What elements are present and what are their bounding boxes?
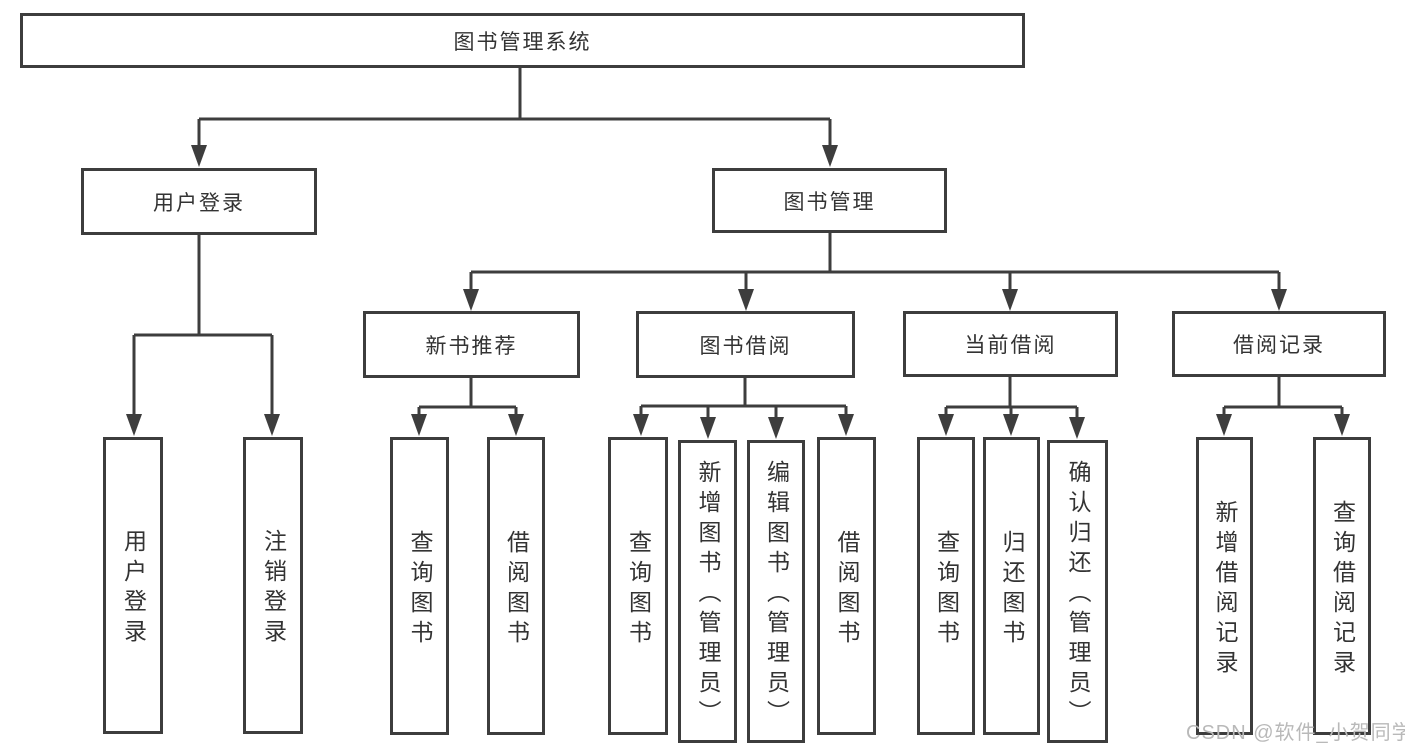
leaf-bb-query-books: 查询图书 bbox=[608, 437, 668, 735]
node-user-login: 用户登录 bbox=[81, 168, 317, 235]
leaf-bb-borrow-books-label: 借阅图书 bbox=[834, 529, 860, 650]
arrow-down-icon bbox=[264, 414, 280, 436]
leaf-cb-query-books-label: 查询图书 bbox=[933, 529, 960, 650]
arrow-down-icon bbox=[1069, 417, 1085, 439]
arrow-down-icon bbox=[700, 417, 716, 439]
leaf-user-login-label: 用户登录 bbox=[120, 529, 147, 649]
arrow-down-icon bbox=[838, 414, 854, 436]
leaf-nbr-query-books: 查询图书 bbox=[390, 437, 449, 735]
node-root-label: 图书管理系统 bbox=[453, 30, 592, 54]
arrow-down-icon bbox=[738, 289, 754, 311]
connector-current-borrow-children bbox=[938, 377, 1085, 439]
arrow-down-icon bbox=[126, 414, 142, 436]
leaf-bb-add-books-admin-label: 新增图书（管理员） bbox=[695, 460, 721, 730]
leaf-br-query-record: 查询借阅记录 bbox=[1313, 437, 1371, 735]
csdn-watermark: CSDN @软件_小贺同学 bbox=[1186, 722, 1405, 744]
leaf-nbr-borrow-books-label: 借阅图书 bbox=[503, 529, 530, 650]
leaf-cb-confirm-return-admin: 确认归还（管理员） bbox=[1047, 440, 1108, 743]
node-borrow-records-label: 借阅记录 bbox=[1233, 334, 1325, 357]
node-borrow-records: 借阅记录 bbox=[1172, 311, 1386, 377]
node-book-mgmt-label: 图书管理 bbox=[783, 190, 876, 214]
leaf-bb-edit-books-admin: 编辑图书（管理员） bbox=[747, 440, 805, 743]
connector-new-book-rec-children bbox=[411, 378, 524, 436]
leaf-cb-return-books: 归还图书 bbox=[983, 437, 1040, 735]
connector-book-borrow-children bbox=[633, 378, 854, 439]
node-book-borrow-label: 图书借阅 bbox=[699, 334, 792, 358]
arrow-down-icon bbox=[411, 414, 427, 436]
leaf-nbr-borrow-books: 借阅图书 bbox=[487, 437, 545, 735]
leaf-logout-label: 注销登录 bbox=[260, 529, 287, 649]
connector-root-to-level2 bbox=[191, 68, 838, 167]
leaf-bb-query-books-label: 查询图书 bbox=[625, 529, 652, 650]
arrow-down-icon bbox=[508, 414, 524, 436]
leaf-nbr-query-books-label: 查询图书 bbox=[407, 529, 433, 650]
arrow-down-icon bbox=[1003, 414, 1019, 436]
arrow-down-icon bbox=[463, 289, 479, 311]
leaf-bb-add-books-admin: 新增图书（管理员） bbox=[678, 440, 737, 743]
leaf-bb-borrow-books: 借阅图书 bbox=[817, 437, 876, 735]
node-root: 图书管理系统 bbox=[20, 13, 1025, 68]
node-new-book-rec-label: 新书推荐 bbox=[425, 334, 518, 358]
connector-borrow-records-children bbox=[1216, 377, 1350, 436]
arrow-down-icon bbox=[1002, 289, 1018, 311]
leaf-user-login: 用户登录 bbox=[103, 437, 163, 734]
leaf-br-add-record: 新增借阅记录 bbox=[1196, 437, 1253, 735]
node-book-mgmt: 图书管理 bbox=[712, 168, 947, 233]
arrow-down-icon bbox=[1271, 289, 1287, 311]
leaf-bb-edit-books-admin-label: 编辑图书（管理员） bbox=[763, 460, 790, 730]
leaf-br-add-record-label: 新增借阅记录 bbox=[1212, 499, 1238, 680]
leaf-br-query-record-label: 查询借阅记录 bbox=[1329, 499, 1356, 680]
leaf-cb-return-books-label: 归还图书 bbox=[999, 529, 1025, 650]
node-book-borrow: 图书借阅 bbox=[636, 311, 855, 378]
leaf-cb-query-books: 查询图书 bbox=[917, 437, 975, 735]
node-user-login-label: 用户登录 bbox=[153, 191, 245, 215]
arrow-down-icon bbox=[633, 414, 649, 436]
arrow-down-icon bbox=[938, 414, 954, 436]
connector-book-mgmt-children bbox=[463, 233, 1287, 311]
node-current-borrow-label: 当前借阅 bbox=[964, 334, 1057, 357]
arrow-down-icon bbox=[191, 145, 207, 167]
leaf-cb-confirm-return-admin-label: 确认归还（管理员） bbox=[1065, 460, 1091, 730]
arrow-down-icon bbox=[822, 145, 838, 167]
node-current-borrow: 当前借阅 bbox=[903, 311, 1118, 377]
arrow-down-icon bbox=[1334, 414, 1350, 436]
leaf-logout: 注销登录 bbox=[243, 437, 303, 734]
arrow-down-icon bbox=[1216, 414, 1232, 436]
node-new-book-rec: 新书推荐 bbox=[363, 311, 580, 378]
arrow-down-icon bbox=[768, 417, 784, 439]
connector-user-login-children bbox=[126, 234, 280, 436]
